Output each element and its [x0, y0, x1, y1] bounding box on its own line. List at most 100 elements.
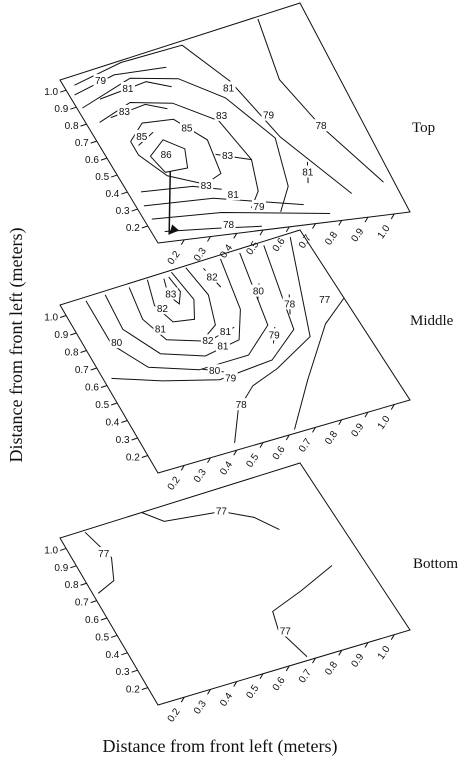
contour-level-label: 80: [209, 366, 221, 377]
x-tick-label: 0.4: [218, 459, 235, 477]
y-tick-mark: [121, 191, 128, 195]
x-tick-label: 0.2: [166, 249, 183, 267]
y-tick-label: 0.5: [95, 400, 109, 411]
x-tick-mark: [259, 673, 264, 680]
x-tick-mark: [390, 634, 395, 640]
y-tick-label: 0.7: [75, 138, 89, 149]
contour-label-bg: [317, 292, 332, 305]
x-tick-mark: [180, 696, 185, 703]
x-tick-mark: [233, 449, 238, 456]
x-tick-mark: [180, 465, 185, 471]
x-tick-mark: [233, 233, 238, 239]
contour-level-label: 86: [161, 150, 173, 161]
x-tick-label: 0.2: [166, 706, 183, 724]
x-tick-mark: [338, 650, 343, 656]
contour-line: [141, 510, 280, 531]
contour-line: [111, 245, 295, 382]
y-tick-label: 0.2: [126, 685, 140, 696]
contour-line: [164, 225, 262, 232]
contour-label-bg: [251, 200, 266, 213]
y-tick-mark: [70, 565, 77, 569]
x-tick-mark: [207, 457, 211, 464]
contour-label-bg: [261, 108, 276, 121]
x-tick-label: 1.0: [376, 644, 393, 662]
contour-level-label: 81: [217, 342, 229, 353]
y-tick-label: 0.4: [105, 650, 119, 661]
y-tick-label: 0.3: [116, 206, 130, 217]
contour-label-bg: [234, 398, 249, 411]
contour-level-label: 81: [220, 327, 232, 338]
y-tick-mark: [111, 174, 118, 178]
y-tick-label: 1.0: [44, 545, 58, 556]
y-tick-label: 0.4: [105, 189, 119, 200]
x-tick-mark: [312, 427, 316, 433]
contour-label-bg: [278, 624, 293, 637]
contour-level-label: 78: [284, 299, 296, 310]
x-tick-label: 0.4: [218, 691, 235, 709]
y-tick-mark: [59, 315, 67, 318]
contour-level-label: 82: [207, 273, 219, 284]
layer-label-bottom: Bottom: [413, 556, 458, 572]
y-tick-mark: [131, 208, 138, 212]
contour-label-bg: [96, 547, 111, 560]
y-tick-mark: [80, 582, 87, 586]
layer-frame: [59, 462, 411, 706]
contour-line: [74, 66, 167, 96]
contour-line: [128, 267, 216, 342]
contour-line: [74, 44, 353, 194]
contour-label-bg: [218, 324, 233, 337]
y-tick-mark: [70, 332, 77, 336]
y-tick-label: 0.8: [65, 580, 79, 591]
x-tick-mark: [207, 236, 211, 242]
y-tick-label: 0.6: [85, 615, 99, 626]
contour-line: [150, 139, 189, 173]
contour-line: [143, 197, 304, 207]
x-tick-mark: [312, 223, 316, 229]
contour-line: [294, 297, 345, 430]
y-tick-mark: [90, 140, 97, 144]
contour-level-label: 77: [280, 626, 292, 637]
contour-level-label: 80: [253, 287, 265, 298]
x-tick-mark: [364, 642, 369, 648]
x-tick-label: 1.0: [376, 223, 393, 241]
contour-label-bg: [300, 165, 315, 178]
y-tick-label: 0.7: [75, 365, 89, 376]
x-tick-mark: [180, 239, 185, 246]
contour-label-bg: [221, 217, 236, 230]
y-tick-mark: [100, 157, 108, 161]
x-tick-label: 0.8: [323, 229, 340, 247]
y-tick-mark: [90, 367, 97, 371]
contour-label-bg: [159, 147, 174, 160]
y-tick-label: 0.8: [65, 348, 79, 359]
contour-line: [257, 18, 384, 183]
y-tick-mark: [59, 89, 67, 93]
x-tick-label: 0.5: [244, 683, 261, 701]
y-tick-label: 0.5: [95, 172, 109, 183]
contour-level-label: 79: [225, 373, 237, 384]
contour-label-bg: [215, 339, 230, 352]
x-tick-mark: [364, 411, 369, 418]
contour-level-label: 83: [222, 151, 234, 162]
x-tick-label: 0.5: [244, 452, 261, 470]
x-tick-mark: [312, 657, 316, 664]
contour-level-label: 79: [95, 76, 107, 87]
contour-level-label: 77: [319, 295, 331, 306]
contour-label-bg: [117, 104, 132, 117]
contour-line: [146, 271, 196, 323]
contour-level-label: 83: [165, 290, 177, 301]
contour-level-label: 82: [202, 336, 214, 347]
y-tick-mark: [141, 455, 148, 458]
contour-label-bg: [134, 129, 149, 142]
contour-level-label: 85: [181, 123, 193, 134]
x-tick-mark: [338, 220, 343, 226]
y-tick-label: 0.3: [116, 435, 130, 446]
contour-level-label: 83: [201, 181, 213, 192]
layer-label-top: Top: [412, 120, 435, 136]
y-axis-title: Distance from front left (meters): [6, 228, 27, 463]
contour-level-label: 77: [216, 507, 228, 518]
